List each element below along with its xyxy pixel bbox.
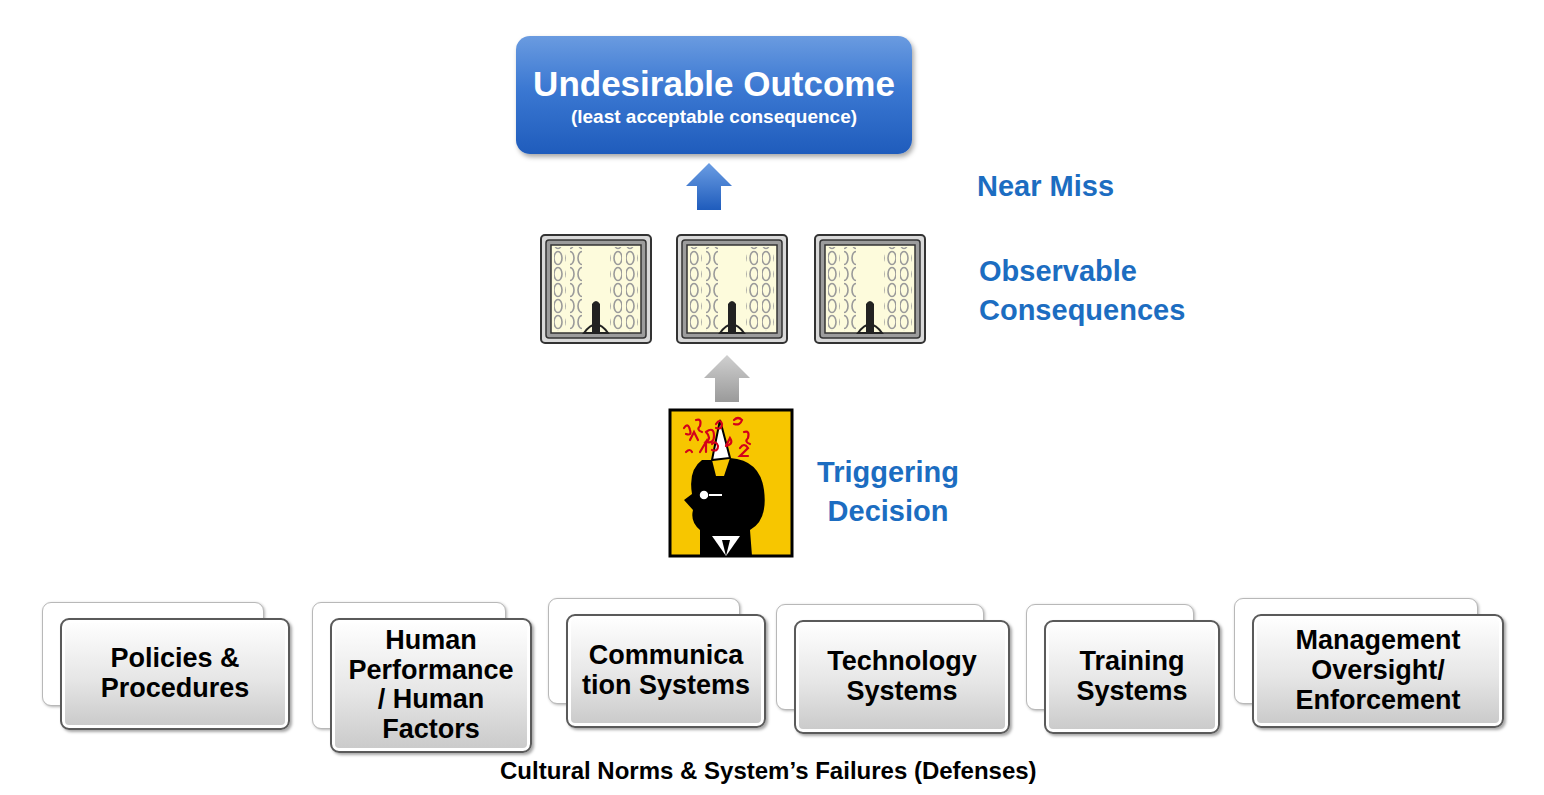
defense-box: Policies & Procedures bbox=[60, 618, 290, 730]
box-subtitle: (least acceptable consequence) bbox=[571, 106, 857, 129]
box-label: Management Oversight/ Enforcement bbox=[1264, 626, 1492, 715]
defense-box: Training Systems bbox=[1044, 620, 1220, 734]
defense-box: Communica tion Systems bbox=[566, 614, 766, 728]
box-title: Undesirable Outcome bbox=[533, 61, 895, 107]
up-arrow bbox=[704, 355, 750, 402]
outcome-box: Undesirable Outcome(least acceptable con… bbox=[516, 36, 912, 154]
gate-icon bbox=[541, 235, 651, 343]
box-label: Communica tion Systems bbox=[578, 641, 754, 700]
up-arrow bbox=[686, 163, 732, 210]
consequences-label: Observable Consequences bbox=[979, 252, 1229, 330]
defense-box: Management Oversight/ Enforcement bbox=[1252, 614, 1504, 728]
gate-icon bbox=[815, 235, 925, 343]
defense-box: Human Performance / Human Factors bbox=[330, 618, 532, 753]
box-label: Human Performance / Human Factors bbox=[342, 626, 520, 745]
box-label: Technology Systems bbox=[806, 647, 998, 706]
defense-box: Technology Systems bbox=[794, 620, 1010, 734]
box-label: Policies & Procedures bbox=[72, 644, 278, 703]
box-label: Training Systems bbox=[1056, 647, 1208, 706]
near-miss-label: Near Miss bbox=[977, 167, 1114, 206]
caption: Cultural Norms & System’s Failures (Defe… bbox=[500, 757, 1037, 785]
gate-icon bbox=[677, 235, 787, 343]
decision-label: Triggering Decision bbox=[806, 453, 970, 531]
head-icon bbox=[670, 410, 792, 556]
